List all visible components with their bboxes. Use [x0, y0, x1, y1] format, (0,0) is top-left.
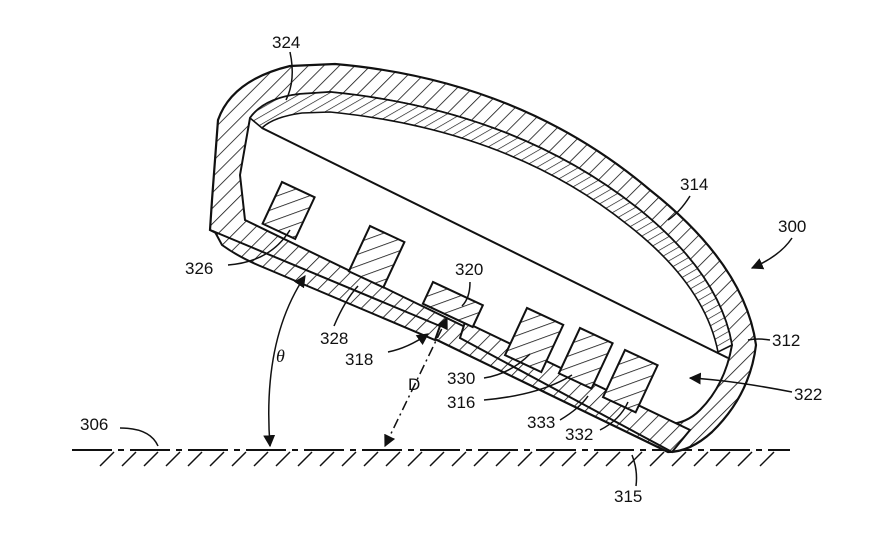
label-330: 330 — [447, 369, 475, 388]
ground-hatch-stroke — [627, 451, 643, 467]
component-328 — [347, 224, 406, 289]
label-315: 315 — [614, 487, 642, 506]
ground-hatch-stroke — [407, 451, 423, 467]
ground-surface — [72, 449, 790, 467]
component-333 — [557, 326, 614, 390]
ground-hatch-stroke — [605, 451, 621, 467]
component-326 — [261, 180, 316, 241]
interior-plate-line — [261, 127, 729, 359]
ground-hatch-stroke — [341, 451, 357, 467]
ground-hatch-stroke — [583, 451, 599, 467]
leader-lines — [119, 51, 793, 487]
ground-hatch-stroke — [759, 451, 775, 467]
bottom-wall-left — [212, 229, 442, 342]
label-312: 312 — [772, 331, 800, 350]
component-332 — [601, 348, 659, 414]
component-330 — [503, 306, 565, 374]
label-314: 314 — [680, 175, 708, 194]
ground-hatch-stroke — [649, 451, 665, 467]
angle-arc — [263, 275, 306, 448]
ground-hatch-stroke — [297, 451, 313, 467]
ground-hatch-stroke — [319, 451, 335, 467]
label-300: 300 — [778, 217, 806, 236]
ground-hatch-stroke — [165, 451, 181, 467]
label-326: 326 — [185, 259, 213, 278]
ground-hatch-stroke — [539, 451, 555, 467]
ground-hatch-stroke — [561, 451, 577, 467]
inner-lining-layer — [248, 91, 733, 354]
ground-hatch-stroke — [429, 451, 445, 467]
label-316: 316 — [447, 393, 475, 412]
ground-hatch-stroke — [121, 451, 137, 467]
ground-hatch-stroke — [517, 451, 533, 467]
ground-hatch-stroke — [451, 451, 467, 467]
ground-hatch-stroke — [143, 451, 159, 467]
label-333: 333 — [527, 413, 555, 432]
distance-line — [384, 316, 448, 448]
component-320 — [421, 280, 485, 329]
label-306: 306 — [80, 415, 108, 434]
label-distance: D — [408, 375, 420, 394]
ground-hatch-stroke — [253, 451, 269, 467]
label-332: 332 — [565, 425, 593, 444]
label-322: 322 — [794, 385, 822, 404]
ground-hatch-stroke — [473, 451, 489, 467]
ground-hatch-stroke — [715, 451, 731, 467]
ground-hatch-stroke — [671, 451, 687, 467]
ground-hatch-stroke — [275, 451, 291, 467]
ground-hatch-stroke — [495, 451, 511, 467]
ground-hatch-stroke — [363, 451, 379, 467]
ground-hatch-stroke — [385, 451, 401, 467]
label-theta: θ — [276, 346, 285, 366]
ground-hatch-stroke — [737, 451, 753, 467]
ground-hatch-stroke — [693, 451, 709, 467]
label-318: 318 — [345, 350, 373, 369]
label-320: 320 — [455, 260, 483, 279]
ground-hatch-stroke — [187, 451, 203, 467]
ground-hatch-stroke — [209, 451, 225, 467]
label-328: 328 — [320, 329, 348, 348]
ground-hatch-stroke — [99, 451, 115, 467]
ground-hatch-stroke — [231, 451, 247, 467]
label-324: 324 — [272, 33, 300, 52]
